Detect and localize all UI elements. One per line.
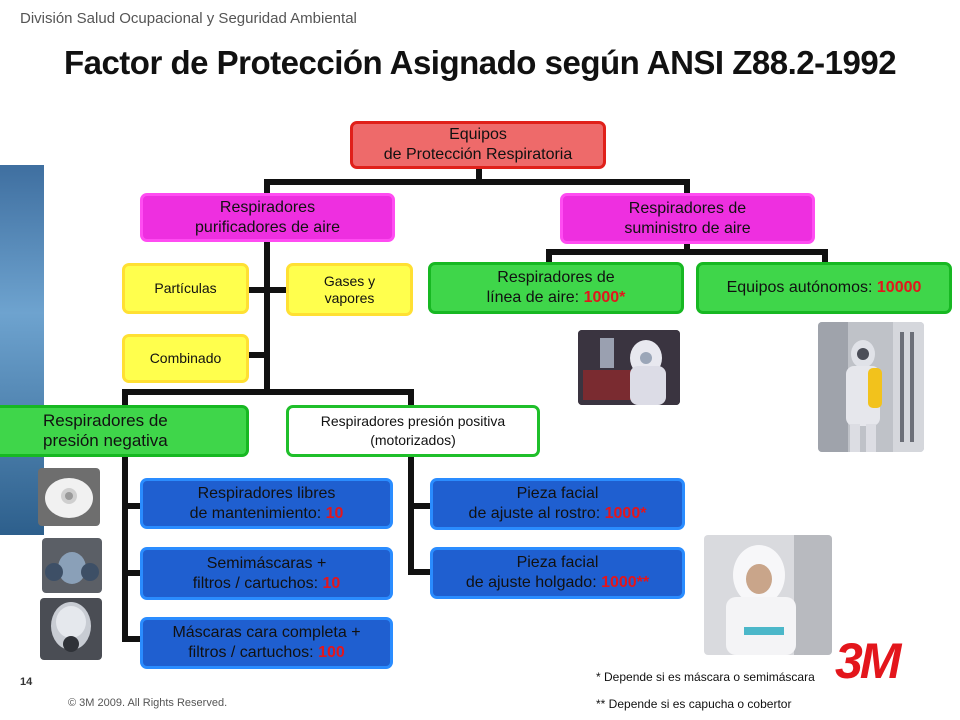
loose-fitting-hood-photo — [704, 535, 832, 655]
page-number: 14 — [20, 676, 33, 688]
full-face-mask-photo — [40, 598, 102, 660]
loose-fit-value: 1000** — [601, 574, 650, 591]
maintenance-free-label: de mantenimiento: — [189, 504, 326, 522]
airline-line-1: Respiradores de — [497, 269, 615, 286]
connector — [264, 179, 270, 195]
node-half-mask: Semimáscaras + filtros / cartuchos: 10 — [140, 547, 393, 600]
full-face-line-2: filtros / cartuchos: 100 — [188, 643, 345, 663]
page-title: Factor de Protección Asignado según ANSI… — [63, 44, 897, 81]
negative-line-2: presión negativa — [43, 431, 168, 450]
connector — [122, 389, 414, 395]
airline-label: línea de aire: — [486, 289, 584, 306]
root-line-2: de Protección Respiratoria — [383, 146, 573, 163]
connector — [546, 249, 552, 263]
node-negative-pressure: Respiradores de presión negativa — [0, 405, 249, 457]
airline-value: 1000* — [583, 289, 626, 306]
connector — [122, 457, 128, 642]
footnote-2: ** Depende si es capucha o cobertor — [596, 697, 792, 711]
gases-line-1: Gases y — [323, 272, 376, 289]
half-mask-figure — [42, 538, 102, 593]
node-gases-vapors: Gases y vapores — [286, 263, 413, 316]
node-tight-fitting: Pieza facial de ajuste al rostro: 1000* — [430, 478, 685, 530]
airline-respirator-photo — [578, 330, 680, 405]
3m-logo: 3M — [835, 633, 901, 689]
half-mask-value: 10 — [322, 574, 341, 592]
particles-label: Partículas — [154, 280, 217, 296]
loose-fit-line-1: Pieza facial — [516, 554, 599, 571]
half-mask-photo — [42, 538, 102, 593]
node-positive-pressure: Respiradores presión positiva (motorizad… — [286, 405, 540, 457]
copyright: © 3M 2009. All Rights Reserved. — [68, 697, 228, 709]
supplied-line-1: Respiradores de — [628, 199, 747, 217]
purifying-line-2: purificadores de aire — [195, 218, 340, 236]
node-full-face: Máscaras cara completa + filtros / cartu… — [140, 617, 393, 669]
node-combined: Combinado — [122, 334, 249, 383]
half-mask-label: filtros / cartuchos: — [192, 574, 323, 592]
gases-line-2: vapores — [324, 289, 375, 306]
node-air-purifying-respirators: Respiradores purificadores de aire — [140, 193, 395, 242]
connector — [247, 287, 287, 293]
tight-fit-line-2: de ajuste al rostro: 1000* — [469, 504, 647, 524]
connector — [408, 503, 432, 509]
full-face-mask-figure — [40, 598, 102, 660]
airline-line-2: línea de aire: 1000* — [487, 288, 626, 308]
connector — [122, 389, 128, 407]
negative-line-1: Respiradores de — [43, 411, 168, 430]
loose-fit-label: de ajuste holgado: — [465, 574, 602, 591]
connector — [408, 457, 414, 575]
combined-label: Combinado — [149, 350, 222, 366]
connector — [408, 389, 414, 407]
connector — [546, 249, 828, 255]
node-loose-fitting: Pieza facial de ajuste holgado: 1000** — [430, 547, 685, 599]
connector — [822, 249, 828, 263]
tight-fit-value: 1000* — [604, 505, 647, 522]
connector — [684, 179, 690, 195]
airline-photo-figure — [578, 330, 680, 405]
connector — [684, 243, 690, 253]
supplied-line-2: suministro de aire — [624, 219, 751, 237]
maintenance-free-line-1: Respiradores libres — [197, 484, 336, 502]
scba-value: 10000 — [876, 279, 922, 296]
connector — [476, 168, 482, 184]
disposable-mask-figure — [38, 468, 100, 526]
full-face-line-1: Máscaras cara completa + — [172, 624, 361, 641]
connector — [122, 570, 142, 576]
scba-photo-figure — [818, 322, 924, 452]
node-particles: Partículas — [122, 263, 249, 314]
side-decor-panel — [0, 165, 44, 535]
root-node-respiratory-equipment: Equipos de Protección Respiratoria — [350, 121, 606, 169]
root-line-1: Equipos — [449, 126, 507, 143]
node-airline-respirators: Respiradores de línea de aire: 1000* — [428, 262, 684, 314]
connector — [264, 240, 270, 392]
node-maintenance-free: Respiradores libres de mantenimiento: 10 — [140, 478, 393, 529]
positive-line-2: (motorizados) — [370, 432, 456, 448]
node-supplied-air-respirators: Respiradores de suministro de aire — [560, 193, 815, 244]
connector — [122, 636, 142, 642]
connector — [408, 569, 432, 575]
full-face-value: 100 — [318, 644, 345, 661]
scba-line: Equipos autónomos: 10000 — [727, 278, 922, 298]
connector — [247, 352, 267, 358]
half-mask-line-2: filtros / cartuchos: 10 — [193, 574, 341, 594]
disposable-respirator-photo — [38, 468, 100, 526]
scba-label: Equipos autónomos: — [726, 279, 877, 296]
division-label: División Salud Ocupacional y Seguridad A… — [20, 10, 357, 27]
hood-photo-figure — [704, 535, 832, 655]
loose-fit-line-2: de ajuste holgado: 1000** — [466, 573, 649, 593]
scba-worker-photo — [818, 322, 924, 452]
purifying-line-1: Respiradores — [219, 198, 316, 216]
maintenance-free-value: 10 — [325, 504, 344, 522]
half-mask-line-1: Semimáscaras + — [206, 554, 327, 572]
connector — [122, 503, 142, 509]
tight-fit-line-1: Pieza facial — [516, 485, 599, 502]
positive-line-1: Respiradores presión positiva — [320, 413, 506, 429]
maintenance-free-line-2: de mantenimiento: 10 — [190, 504, 344, 524]
full-face-label: filtros / cartuchos: — [188, 644, 319, 661]
footnote-1: * Depende si es máscara o semimáscara — [596, 670, 815, 684]
tight-fit-label: de ajuste al rostro: — [468, 505, 605, 522]
node-scba: Equipos autónomos: 10000 — [696, 262, 952, 314]
connector — [264, 179, 690, 185]
